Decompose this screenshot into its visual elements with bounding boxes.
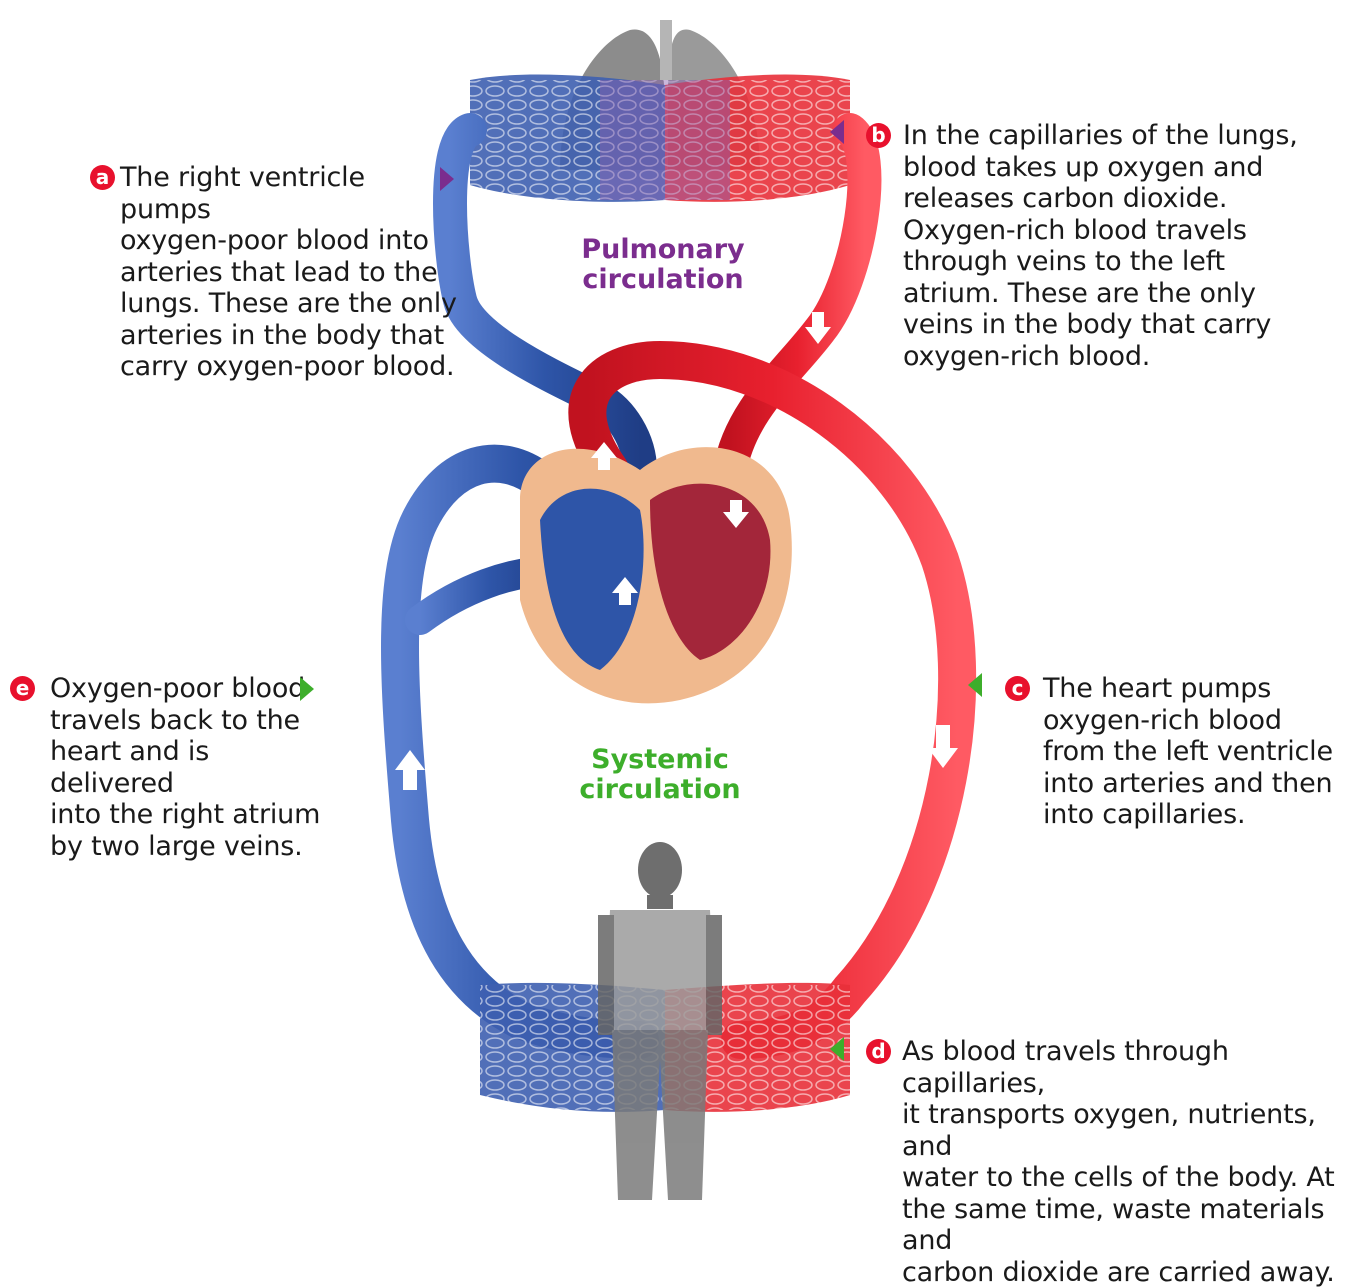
- pointer-left-icon: [830, 1037, 844, 1061]
- pointer-left-icon: [830, 120, 844, 144]
- badge-e: e: [10, 676, 35, 701]
- badge-d: d: [866, 1039, 891, 1064]
- callout-e-text: Oxygen-poor blood travels back to the he…: [50, 673, 340, 862]
- arrow-up-icon: [492, 268, 518, 300]
- badge-b: b: [866, 123, 891, 148]
- callout-d-text: As blood travels through capillaries, it…: [902, 1036, 1352, 1288]
- heart: [520, 447, 792, 703]
- callout-a-text: The right ventricle pumps oxygen-poor bl…: [120, 162, 460, 383]
- person: [598, 842, 722, 1200]
- pulmonary-capillaries: [470, 75, 850, 202]
- pointer-left-icon: [968, 673, 982, 697]
- pointer-right-icon: [440, 167, 454, 191]
- pointer-right-icon: [300, 677, 314, 701]
- badge-c: c: [1005, 676, 1030, 701]
- badge-a: a: [90, 165, 115, 190]
- systemic-label: Systemic circulation: [575, 745, 745, 805]
- callout-a: The right ventricle pumps oxygen-poor bl…: [120, 162, 460, 383]
- callout-b: In the capillaries of the lungs, blood t…: [903, 120, 1343, 372]
- callout-c-text: The heart pumps oxygen-rich blood from t…: [1043, 673, 1343, 831]
- pulmonary-label: Pulmonary circulation: [578, 235, 748, 295]
- callout-d: As blood travels through capillaries, it…: [902, 1036, 1352, 1288]
- callout-e: Oxygen-poor blood travels back to the he…: [50, 673, 340, 862]
- callout-c: The heart pumps oxygen-rich blood from t…: [1043, 673, 1343, 831]
- callout-b-text: In the capillaries of the lungs, blood t…: [903, 120, 1343, 372]
